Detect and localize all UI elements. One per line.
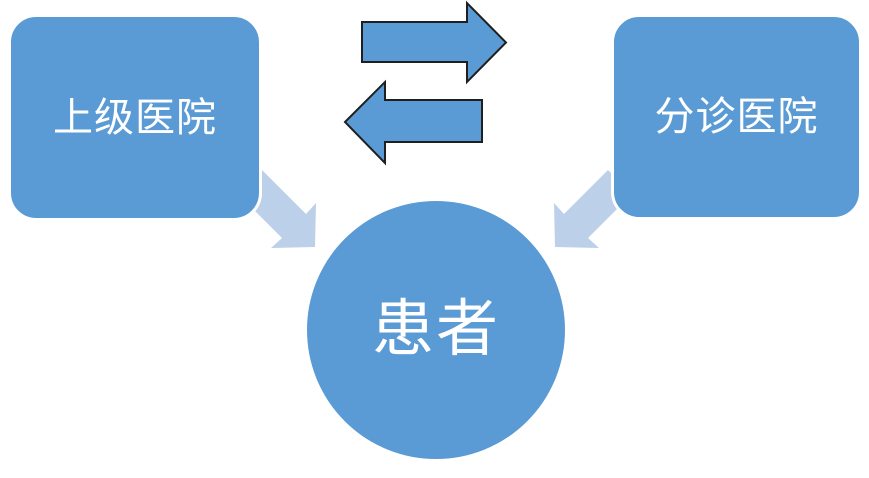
node-patient-label: 患者 (371, 295, 500, 364)
node-triage-hospital: 分诊医院 (611, 14, 862, 220)
arrow-left-icon (343, 79, 483, 166)
node-upper-hospital-label: 上级医院 (53, 95, 217, 140)
arrow-right-icon (361, 0, 508, 85)
node-upper-hospital: 上级医院 (8, 14, 262, 221)
node-triage-hospital-label: 分诊医院 (654, 95, 819, 139)
node-patient: 患者 (304, 198, 568, 462)
